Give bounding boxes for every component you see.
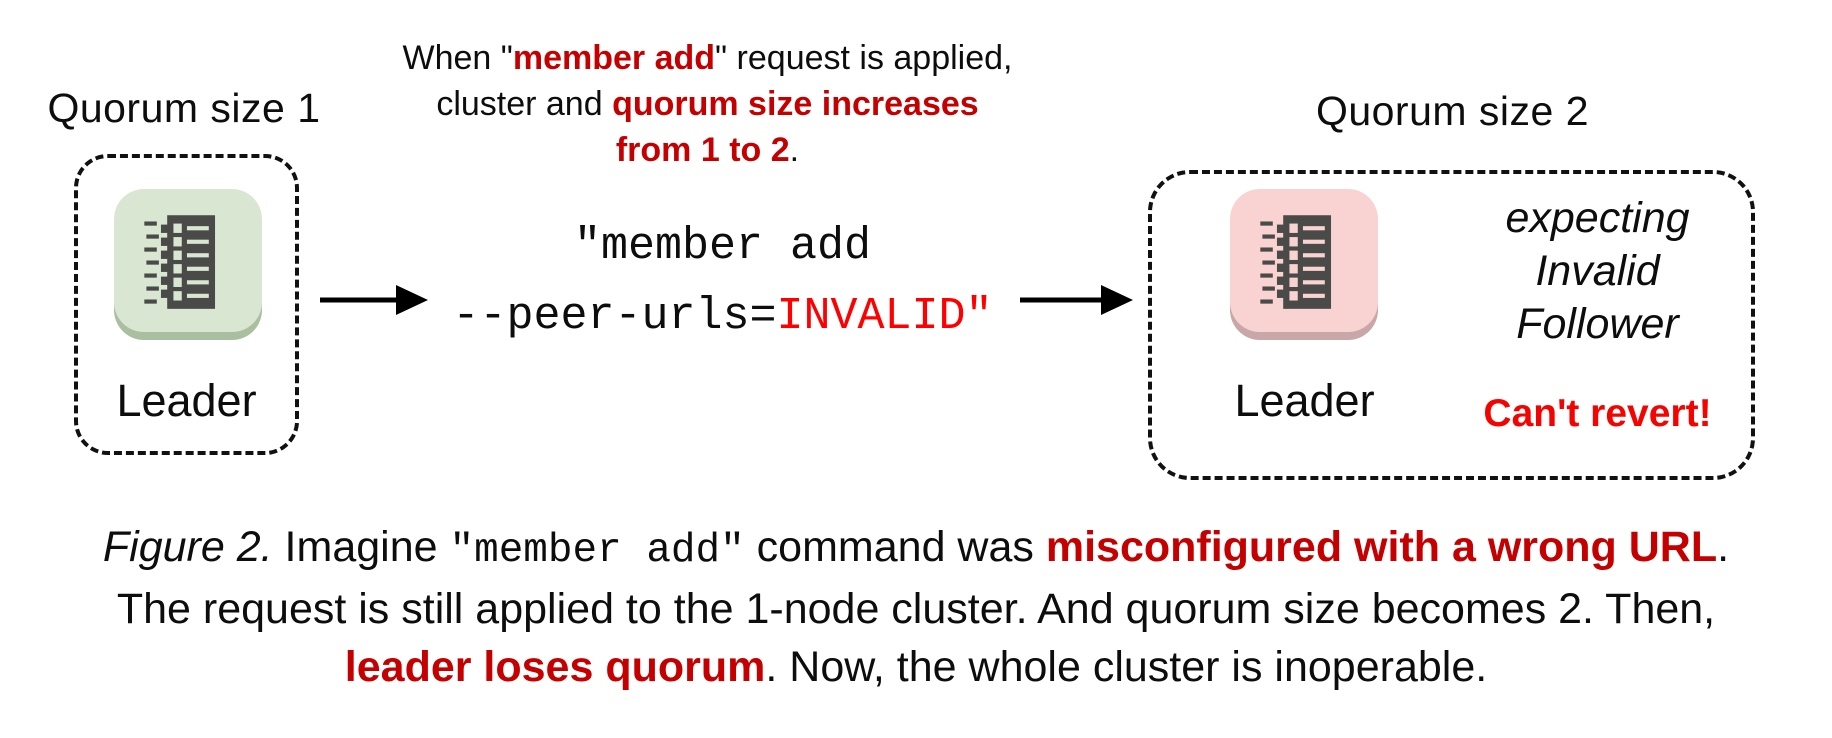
leader-loses-quorum-emphasis: leader loses quorum bbox=[344, 643, 766, 691]
invalid-url-text: INVALID" bbox=[776, 291, 993, 342]
expecting-line-2: Invalid bbox=[1535, 247, 1660, 295]
expecting-line-3: Follower bbox=[1516, 300, 1679, 348]
annotation-line-1: When "member add" request is applied, bbox=[402, 39, 1013, 77]
caption-line-1: Figure 2. Imagine "member add" command w… bbox=[102, 523, 1730, 574]
from-1-to-2-emphasis: from 1 to 2 bbox=[615, 131, 790, 169]
left-leader-label: Leader bbox=[116, 375, 257, 426]
right-arrow-icon bbox=[320, 285, 428, 315]
right-cluster-title: Quorum size 2 bbox=[1315, 88, 1590, 134]
command-line-2: --peer-urls=INVALID" bbox=[452, 291, 993, 342]
figure-label: Figure 2. bbox=[102, 523, 273, 571]
member-add-code: "member add" bbox=[449, 528, 745, 574]
member-add-command: "member add --peer-urls=INVALID" bbox=[425, 212, 1020, 352]
left-quorum-box bbox=[74, 154, 299, 455]
left-cluster-title: Quorum size 1 bbox=[47, 85, 321, 131]
right-leader-label: Leader bbox=[1234, 375, 1375, 426]
caption-line-3: leader loses quorum. Now, the whole clus… bbox=[344, 643, 1488, 691]
leader-node-green bbox=[114, 189, 262, 332]
caption-line-2: The request is still applied to the 1-no… bbox=[116, 585, 1716, 633]
command-line-1: "member add bbox=[573, 221, 872, 272]
annotation-line-3: from 1 to 2. bbox=[615, 131, 800, 169]
expecting-line-1: expecting bbox=[1505, 194, 1690, 242]
misconfigured-emphasis: misconfigured with a wrong URL bbox=[1045, 523, 1718, 571]
leader-node-pink bbox=[1230, 189, 1378, 332]
member-log-icon bbox=[1260, 214, 1332, 309]
member-log-icon bbox=[144, 214, 216, 309]
annotation-line-2: cluster and quorum size increases bbox=[436, 85, 979, 123]
quorum-increase-emphasis: quorum size increases bbox=[612, 85, 979, 123]
expecting-invalid-follower-note: expecting Invalid Follower bbox=[1415, 192, 1780, 351]
right-arrow-icon bbox=[1020, 285, 1133, 315]
cant-revert-warning: Can't revert! bbox=[1483, 392, 1712, 435]
right-quorum-box bbox=[1148, 170, 1755, 480]
figure-caption: Figure 2. Imagine "member add" command w… bbox=[0, 518, 1832, 696]
member-add-annotation: When "member add" request is applied, cl… bbox=[375, 35, 1040, 173]
member-add-emphasis: member add bbox=[512, 39, 716, 77]
